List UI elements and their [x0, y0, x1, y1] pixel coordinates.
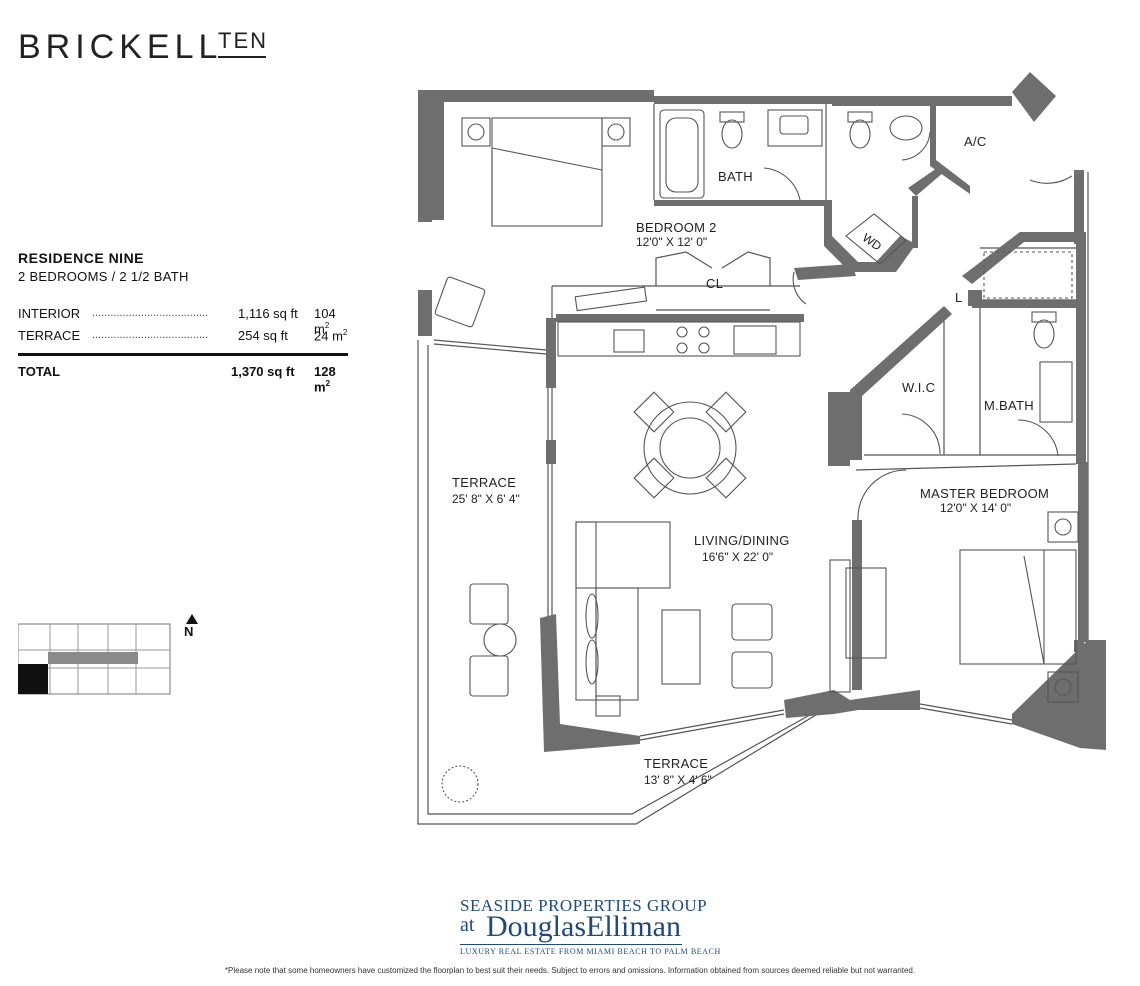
room-ac: A/C — [964, 134, 987, 149]
bedroom2-dimensions: 12'0" X 12' 0" — [636, 235, 707, 249]
residence-title: RESIDENCE NINE — [18, 250, 145, 266]
brokerage-logo-tagline: LUXURY REAL ESTATE FROM MIAMI BEACH TO P… — [460, 947, 721, 956]
total-label: TOTAL — [18, 364, 61, 379]
residence-subtitle: 2 BEDROOMS / 2 1/2 BATH — [18, 269, 189, 284]
master-bedroom-dimensions: 12'0" X 14' 0" — [940, 501, 1011, 515]
room-terrace-west: TERRACE — [452, 475, 516, 490]
terrace-sqm: 24 m2 — [314, 328, 348, 344]
key-plan — [18, 623, 171, 695]
plan-furniture — [434, 109, 1079, 803]
sofa — [575, 521, 671, 589]
room-linen: L — [955, 290, 963, 305]
total-divider — [18, 353, 348, 356]
plan-walls — [418, 72, 1106, 752]
interior-label: INTERIOR — [18, 306, 81, 321]
brokerage-logo-line1: SEASIDE PROPERTIES GROUP — [460, 896, 708, 915]
room-bath: BATH — [718, 169, 753, 184]
brand-suffix: TEN — [218, 28, 268, 53]
brokerage-logo-rule — [460, 944, 682, 945]
terrace-label: TERRACE — [18, 328, 81, 343]
master-bed — [959, 549, 1077, 665]
room-closet: CL — [706, 276, 723, 291]
room-terrace-south: TERRACE — [644, 756, 708, 771]
room-master-bath: M.BATH — [984, 398, 1034, 413]
north-arrow-icon — [186, 614, 198, 624]
interior-sqm: 104 m2 — [314, 306, 336, 337]
total-sqft: 1,370 sq ft — [231, 364, 295, 379]
brokerage-logo-at: at — [460, 914, 475, 936]
room-living-dining: LIVING/DINING — [694, 533, 790, 548]
brand-logo: BRICKELL — [18, 28, 223, 66]
total-sqm: 128 m2 — [314, 364, 336, 395]
disclaimer-text: *Please note that some homeowners have c… — [224, 966, 916, 975]
key-plan-unit-highlight — [18, 664, 48, 694]
terrace-west-dimensions: 25' 8" X 6' 4" — [452, 492, 520, 506]
plant-icon — [441, 765, 479, 803]
terrace-leader: ...................................... — [92, 329, 209, 341]
room-wic: W.I.C — [902, 380, 935, 395]
terrace-outline — [417, 340, 835, 825]
brand-underline — [218, 56, 266, 58]
living-dining-dimensions: 16'6" X 22' 0" — [702, 550, 773, 564]
terrace-sqft: 254 sq ft — [238, 328, 288, 343]
interior-sqft: 1,116 sq ft — [238, 306, 298, 321]
coffee-table — [661, 609, 701, 685]
north-label: N — [184, 624, 194, 639]
bedroom2-bed — [491, 117, 603, 227]
bathtub — [659, 109, 705, 199]
terrace-south-dimensions: 13' 8" X 4' 6" — [644, 773, 712, 787]
interior-leader: ...................................... — [92, 307, 209, 319]
terrace-chair — [469, 583, 509, 625]
room-bedroom2: BEDROOM 2 — [636, 220, 717, 235]
dining-table — [643, 401, 737, 495]
room-master-bedroom: MASTER BEDROOM — [920, 486, 1049, 501]
brokerage-logo-name: DouglasElliman — [486, 910, 681, 943]
